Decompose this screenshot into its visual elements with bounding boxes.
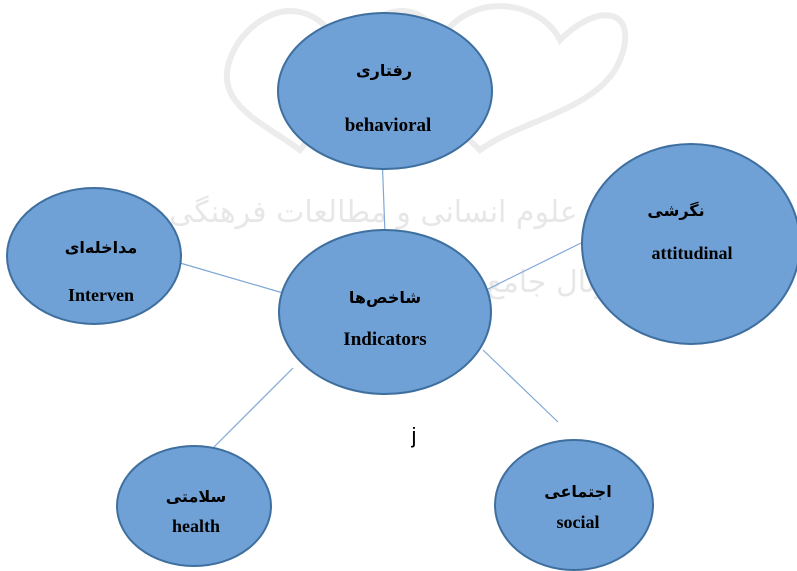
- connectors: [179, 153, 584, 450]
- node-interventional-label-en: Interven: [68, 285, 134, 305]
- node-interventional-shape: [6, 187, 182, 325]
- node-social-shape: [494, 439, 654, 571]
- node-social: اجتماعی social: [494, 439, 654, 571]
- node-health-label-en: health: [172, 516, 220, 536]
- connector-interventional: [179, 262, 284, 294]
- connector-health: [211, 367, 294, 450]
- node-attitudinal-shape: [581, 143, 797, 345]
- stray-character: j: [411, 423, 417, 448]
- node-behavioral-shape: [277, 12, 493, 170]
- node-interventional-label-fa: مداخله‌ای: [65, 238, 138, 257]
- node-behavioral: رفتاری behavioral: [277, 12, 493, 170]
- node-social-label-en: social: [557, 512, 600, 532]
- node-health-shape: [116, 445, 272, 567]
- node-attitudinal-label-fa: نگرشی: [647, 201, 704, 220]
- node-center-label-en: Indicators: [343, 329, 426, 350]
- node-behavioral-label-fa: رفتاری: [356, 61, 412, 80]
- node-behavioral-label-en: behavioral: [345, 115, 432, 136]
- node-social-label-fa: اجتماعی: [544, 482, 611, 501]
- node-center: شاخص‌ها Indicators: [278, 229, 492, 395]
- node-health: سلامتی health: [116, 445, 272, 567]
- node-attitudinal-label-en: attitudinal: [651, 243, 732, 263]
- connector-social: [482, 349, 559, 423]
- connector-attitudinal: [485, 241, 584, 291]
- node-center-shape: [278, 229, 492, 395]
- node-interventional: مداخله‌ای Interven: [6, 187, 182, 325]
- node-attitudinal: نگرشی attitudinal: [581, 143, 797, 345]
- node-health-label-fa: سلامتی: [166, 487, 227, 506]
- node-center-label-fa: شاخص‌ها: [349, 288, 421, 307]
